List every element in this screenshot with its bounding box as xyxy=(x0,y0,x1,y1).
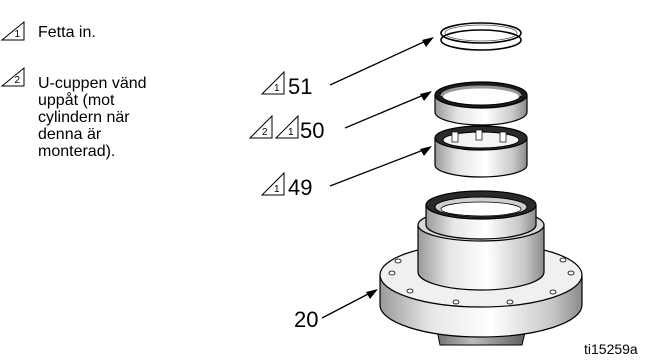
callout-51-label: 51 xyxy=(288,74,312,99)
svg-text:1: 1 xyxy=(274,83,280,94)
callout-50-label: 50 xyxy=(300,118,324,143)
figure-id: ti15259a xyxy=(584,341,638,357)
callout-50: 2 1 50 xyxy=(248,91,432,143)
svg-text:2: 2 xyxy=(15,75,21,86)
svg-text:1: 1 xyxy=(288,127,294,138)
part-49-guide-ring xyxy=(434,125,528,178)
warning-triangle-icon xyxy=(274,114,299,139)
warning-triangle-icon xyxy=(260,171,285,196)
part-20-housing xyxy=(379,190,583,346)
callout-49: 1 49 xyxy=(260,146,432,200)
svg-text:1: 1 xyxy=(15,29,21,40)
leader-line-20 xyxy=(321,291,373,319)
svg-text:2: 2 xyxy=(262,127,268,138)
warning-triangle-icon xyxy=(260,70,285,95)
part-51-spring-ring xyxy=(440,22,522,51)
legend-text-grease: Fetta in. xyxy=(38,24,96,41)
callout-51: 1 51 xyxy=(260,37,434,99)
leader-line-49 xyxy=(329,148,427,187)
callout-20-label: 20 xyxy=(294,307,318,332)
warning-triangle-icon xyxy=(248,114,273,139)
legend: 1 Fetta in. 2 U-cuppen vänd uppåt (mot c… xyxy=(0,0,230,200)
callout-49-label: 49 xyxy=(288,175,312,200)
legend-text-ucup: U-cuppen vänd uppåt (mot cylindern när d… xyxy=(38,75,147,160)
svg-text:1: 1 xyxy=(274,184,280,195)
warning-triangle-icon: 2 xyxy=(0,66,25,87)
leader-line-51 xyxy=(329,39,429,86)
callout-20: 20 xyxy=(294,289,378,332)
warning-triangle-icon: 1 xyxy=(0,20,25,41)
part-50-u-cup-seal xyxy=(434,81,528,126)
leader-line-50 xyxy=(344,93,427,129)
